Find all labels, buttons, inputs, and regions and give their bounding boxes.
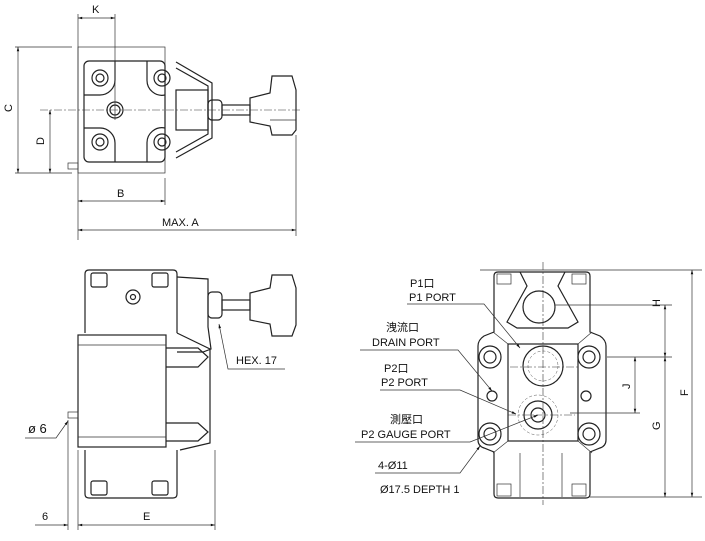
holes-label: 4-Ø11 [378,460,408,472]
dim-k-label: K [92,4,100,16]
dim-e-label: E [143,511,150,523]
gauge-port-label: P2 GAUGE PORT [361,429,451,441]
dim-j-label: J [621,384,633,390]
front-view: P1口 P1 PORT 洩流口 DRAIN PORT P2口 P2 PORT 測… [355,262,702,505]
dia-6-label: ø 6 [28,421,47,436]
mounting-holes [478,345,601,446]
dim-6-label: 6 [42,511,48,523]
p2-port-label: P2 PORT [381,377,428,389]
drain-port-cn-label: 洩流口 [386,320,419,334]
p1-port-label: P1 PORT [409,292,456,304]
side-view: HEX. 17 ø 6 6 E [25,269,297,530]
p1-port-cn-label: P1口 [410,278,434,290]
dim-d-label: D [35,137,47,145]
top-view: K C D B MAX. A [3,4,302,240]
dim-h-label: H [651,299,663,307]
dim-f-label: F [679,389,691,396]
hex-17-label: HEX. 17 [236,355,277,367]
dim-max-a-label: MAX. A [162,217,199,229]
drain-port-label: DRAIN PORT [372,337,440,349]
dim-c-label: C [3,104,15,112]
depth-label: Ø17.5 DEPTH 1 [380,484,459,496]
p2-port-cn-label: P2口 [384,363,408,375]
dim-b-label: B [117,188,124,200]
gauge-port-cn-label: 測壓口 [390,412,423,426]
dim-g-label: G [651,421,663,430]
